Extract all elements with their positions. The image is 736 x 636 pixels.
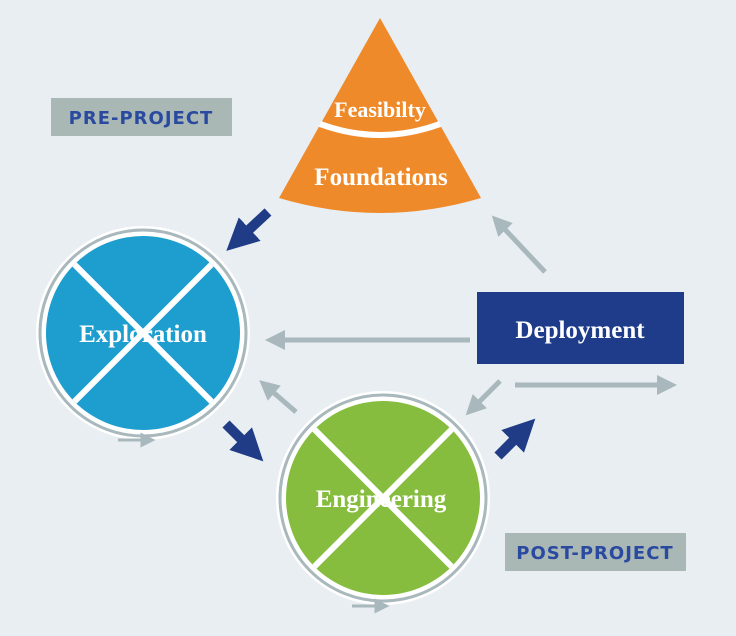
engineering-cycle: Engineering xyxy=(276,391,490,614)
pre-project-label: PRE-PROJECT xyxy=(69,108,214,129)
exploration-to-engineering-arrow xyxy=(222,420,264,462)
engineering-label: Engineering xyxy=(316,486,447,513)
engineering-to-exploration-arrow xyxy=(259,380,298,414)
pre-project-label-box: PRE-PROJECT xyxy=(51,98,232,136)
post-project-label: POST-PROJECT xyxy=(516,543,673,564)
exploration-label: Exploration xyxy=(79,321,207,348)
deployment-to-engineering-arrow xyxy=(465,379,502,416)
post-project-label-box: POST-PROJECT xyxy=(505,533,686,571)
exploration-cycle: Exploration xyxy=(36,226,250,448)
feasibility-foundations-sector: Feasibilty Foundations xyxy=(279,18,481,213)
foundations-label: Foundations xyxy=(314,164,448,191)
feasibility-label: Feasibilty xyxy=(334,97,426,122)
foundations-to-exploration-arrow xyxy=(226,208,272,251)
deployment-to-foundations-arrow xyxy=(491,215,547,274)
deployment-box: Deployment xyxy=(477,292,684,364)
engineering-to-deployment-arrow xyxy=(494,418,536,460)
deployment-label: Deployment xyxy=(515,317,645,344)
